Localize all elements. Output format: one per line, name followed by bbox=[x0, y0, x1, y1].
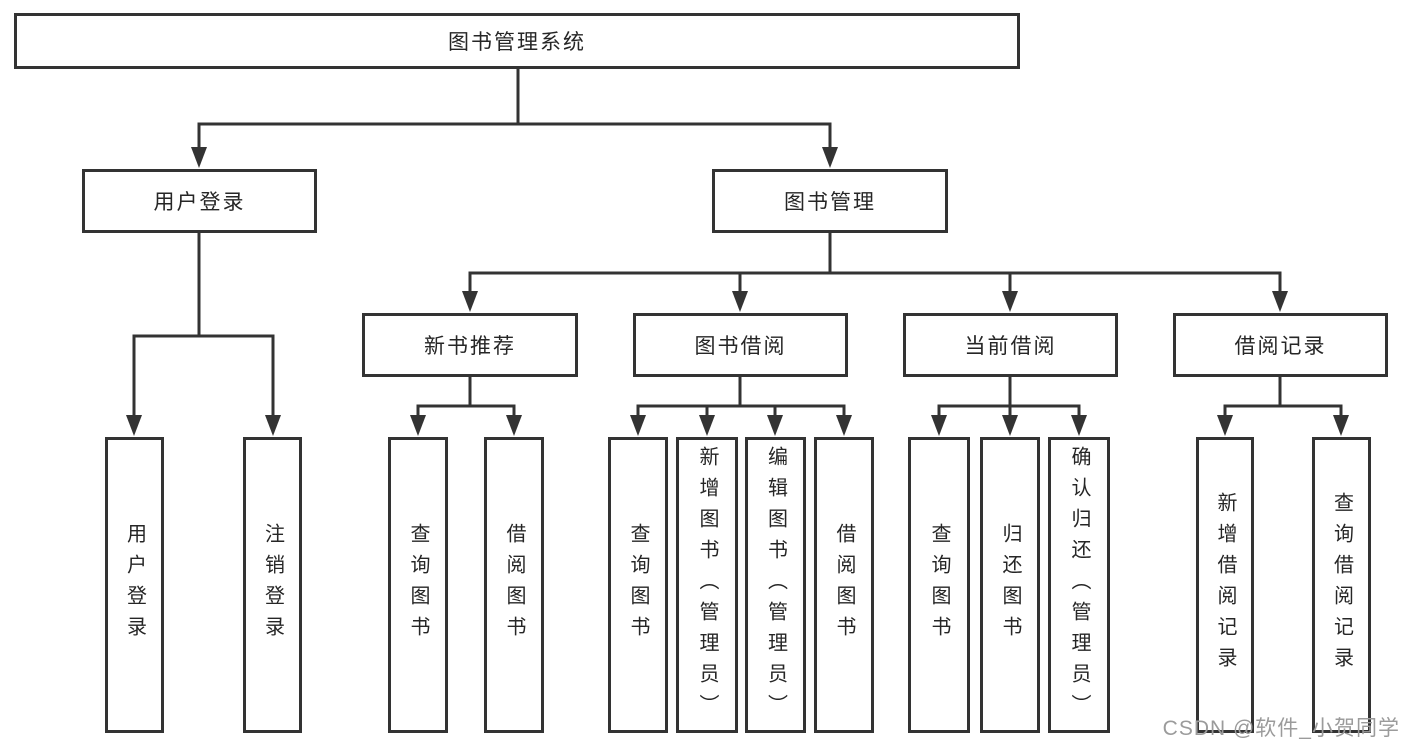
node-label: 图书管理 bbox=[784, 191, 876, 214]
arrow-down-icon bbox=[191, 147, 207, 168]
arrow-down-icon bbox=[822, 147, 838, 168]
node-leaf-borrow-books: 借阅图书 bbox=[814, 437, 874, 733]
arrow-down-icon bbox=[699, 415, 715, 436]
arrow-down-icon bbox=[126, 415, 142, 436]
arrow-down-icon bbox=[767, 415, 783, 436]
connector-bookborrow-to-leaves bbox=[636, 375, 846, 420]
csdn-watermark: CSDN @软件_小贺同学 bbox=[1162, 717, 1400, 740]
node-leaf-confirm-return-admin: 确认归还（管理员） bbox=[1048, 437, 1110, 733]
node-label: 查询图书 bbox=[627, 523, 649, 647]
node-book-management: 图书管理 bbox=[712, 169, 948, 233]
node-label: 图书借阅 bbox=[694, 335, 787, 358]
node-label: 编辑图书（管理员） bbox=[764, 445, 787, 725]
node-label: 借阅图书 bbox=[833, 523, 855, 647]
node-label: 查询图书 bbox=[407, 523, 429, 647]
node-label: 借阅记录 bbox=[1234, 335, 1327, 358]
arrow-down-icon bbox=[1002, 291, 1018, 312]
arrow-down-icon bbox=[265, 415, 281, 436]
node-label: 注销登录 bbox=[261, 523, 284, 647]
node-leaf-edit-books-admin: 编辑图书（管理员） bbox=[745, 437, 806, 733]
node-leaf-query-books: 查询图书 bbox=[908, 437, 970, 733]
node-leaf-query-books: 查询图书 bbox=[608, 437, 668, 733]
arrow-down-icon bbox=[630, 415, 646, 436]
node-label: 新增图书（管理员） bbox=[696, 445, 718, 725]
arrow-down-icon bbox=[1071, 415, 1087, 436]
arrow-down-icon bbox=[732, 291, 748, 312]
node-book-borrowing: 图书借阅 bbox=[633, 313, 848, 377]
node-label: 用户登录 bbox=[123, 523, 146, 647]
connector-borrowrecords-to-leaves bbox=[1223, 375, 1343, 420]
connector-newbookrec-to-leaves bbox=[416, 375, 516, 420]
arrow-down-icon bbox=[1217, 415, 1233, 436]
arrow-down-icon bbox=[1272, 291, 1288, 312]
node-leaf-logout: 注销登录 bbox=[243, 437, 302, 733]
connector-userlogin-to-leaves bbox=[132, 230, 275, 420]
node-label: 确认归还（管理员） bbox=[1068, 445, 1090, 725]
connector-root-to-level2 bbox=[197, 66, 832, 152]
node-label: 新增借阅记录 bbox=[1214, 492, 1236, 678]
arrow-down-icon bbox=[931, 415, 947, 436]
node-new-book-recommendation: 新书推荐 bbox=[362, 313, 578, 377]
node-leaf-return-books: 归还图书 bbox=[980, 437, 1040, 733]
node-leaf-add-borrow-record: 新增借阅记录 bbox=[1196, 437, 1254, 733]
node-leaf-query-books: 查询图书 bbox=[388, 437, 448, 733]
node-leaf-query-borrow-record: 查询借阅记录 bbox=[1312, 437, 1371, 733]
node-current-borrowing: 当前借阅 bbox=[903, 313, 1118, 377]
arrow-down-icon bbox=[1002, 415, 1018, 436]
node-label: 借阅图书 bbox=[503, 523, 525, 647]
node-label: 归还图书 bbox=[999, 523, 1021, 647]
arrow-down-icon bbox=[506, 415, 522, 436]
arrow-down-icon bbox=[1333, 415, 1349, 436]
node-label: 查询借阅记录 bbox=[1330, 492, 1353, 678]
node-label: 图书管理系统 bbox=[448, 31, 586, 54]
connector-bookmgmt-to-level3 bbox=[468, 230, 1282, 296]
node-label: 查询图书 bbox=[928, 523, 950, 647]
node-root-title: 图书管理系统 bbox=[14, 13, 1020, 69]
node-leaf-add-books-admin: 新增图书（管理员） bbox=[676, 437, 738, 733]
arrow-down-icon bbox=[410, 415, 426, 436]
node-leaf-user-login: 用户登录 bbox=[105, 437, 164, 733]
arrow-down-icon bbox=[462, 291, 478, 312]
node-user-login: 用户登录 bbox=[82, 169, 317, 233]
arrow-down-icon bbox=[836, 415, 852, 436]
node-label: 当前借阅 bbox=[964, 335, 1057, 358]
node-leaf-borrow-books: 借阅图书 bbox=[484, 437, 544, 733]
node-label: 用户登录 bbox=[153, 191, 246, 214]
connector-currentborrow-to-leaves bbox=[937, 375, 1081, 420]
node-borrowing-records: 借阅记录 bbox=[1173, 313, 1388, 377]
node-label: 新书推荐 bbox=[424, 335, 516, 358]
